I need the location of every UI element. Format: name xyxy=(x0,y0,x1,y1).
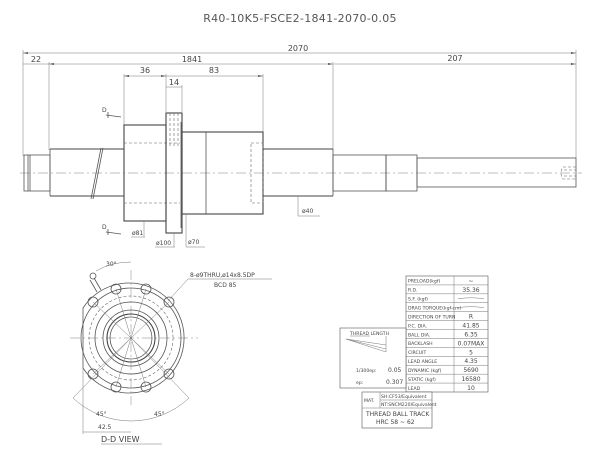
section-d-d-view: 30° 45° 45° 42.5 8-ø9THRU,ø14x8.5DP BCD … xyxy=(70,261,272,445)
ball-screw-side-view xyxy=(20,112,582,234)
bcd-note: BCD 85 xyxy=(214,282,237,289)
hardness-line-2: HRC 58 ~ 62 xyxy=(376,419,415,426)
spec-label: PRELOAD(kgf) xyxy=(408,279,440,285)
spec-value: 10 xyxy=(467,385,475,392)
spec-label: BACKLASH xyxy=(408,341,433,347)
spec-label: DYNAMIC (kgf) xyxy=(408,368,442,374)
spec-label: LEAD ANGLE xyxy=(408,359,437,365)
spec-label: LEAD xyxy=(408,386,421,392)
section-view-label: D-D VIEW xyxy=(101,435,140,444)
dim-end-left: 22 xyxy=(31,55,41,64)
dim-end-right: 207 xyxy=(447,54,462,63)
spec-label: P.C. DIA. xyxy=(408,323,427,329)
accuracy-box: THREAD LENGTH 1/300ep: 0.05 ep: 0.307 xyxy=(339,327,407,389)
material-box: MAT. SH:CF53/Equivalent NT:SNCM220/Equiv… xyxy=(361,391,437,429)
spec-label: STATIC (kgf) xyxy=(408,377,436,383)
dim-offset: 42.5 xyxy=(98,424,112,431)
hole-note: 8-ø9THRU,ø14x8.5DP xyxy=(190,272,255,279)
accuracy-label-1: 1/300ep: xyxy=(356,368,377,374)
angle-left: 45° xyxy=(96,411,107,418)
spec-value: 5 xyxy=(469,349,473,356)
hardness-line-1: THREAD BALL TRACK xyxy=(365,411,430,418)
spec-value: 41.85 xyxy=(462,323,479,330)
spec-value: 6.35 xyxy=(464,331,478,338)
spec-label: BALL DIA. xyxy=(408,332,430,338)
angle-top: 30° xyxy=(106,261,117,268)
spec-value: 4.35 xyxy=(464,358,478,365)
spec-value: 16580 xyxy=(461,376,480,383)
dim-thread-length: 1841 xyxy=(182,55,202,64)
material-shaft: SH:CF53/Equivalent xyxy=(381,394,427,400)
section-mark-top: D xyxy=(102,107,107,114)
accuracy-label-2: ep: xyxy=(356,381,364,386)
section-mark-bottom: D xyxy=(102,224,107,231)
spec-value: ~ xyxy=(468,278,473,285)
spec-value: R xyxy=(469,314,473,321)
spec-label: DIRECTION OF TURN xyxy=(408,314,455,320)
dim-nut-body: 36 xyxy=(140,66,150,75)
dim-overall: 2070 xyxy=(288,44,308,53)
dim-shaft-diameter: ø40 xyxy=(302,208,313,215)
accuracy-value-2: 0.307 xyxy=(386,379,403,386)
dim-flange-width: 14 xyxy=(169,78,179,87)
dim-nut-length: 83 xyxy=(209,66,219,75)
spec-table: PRELOAD(kgf) ~ R.D. 35.36S.F. (kgf) DRAG TOR… xyxy=(405,275,489,393)
spec-label: DRAG TORQUE(kgf-cm) xyxy=(408,305,462,311)
spec-value: 35.36 xyxy=(462,287,479,294)
spec-label: R.D. xyxy=(408,288,418,294)
material-nut: NT:SNCM220/Equivalent xyxy=(381,402,437,408)
spec-value: 0.07MAX xyxy=(458,340,485,347)
material-label: MAT. xyxy=(364,398,374,404)
section-markers: D D xyxy=(102,107,122,235)
dimension-lines: 2070 22 1841 207 36 83 14 xyxy=(22,44,577,158)
spec-value: 5690 xyxy=(463,367,478,374)
dim-flange-diameter: ø100 xyxy=(156,240,171,247)
spec-label: S.F. (kgf) xyxy=(408,297,428,303)
spec-label: CIRCUIT xyxy=(408,350,426,356)
dim-nut-diameter: ø81 xyxy=(132,230,143,237)
drawing-title: R40-10K5-FSCE2-1841-2070-0.05 xyxy=(203,12,397,25)
diameter-callouts: ø81 ø100 ø70 ø40 xyxy=(131,196,320,248)
dim-sleeve-diameter: ø70 xyxy=(188,239,199,246)
bolt-holes xyxy=(87,283,175,393)
angle-right: 45° xyxy=(154,411,165,418)
accuracy-header: THREAD LENGTH xyxy=(349,331,389,337)
accuracy-value-1: 0.05 xyxy=(388,367,402,374)
